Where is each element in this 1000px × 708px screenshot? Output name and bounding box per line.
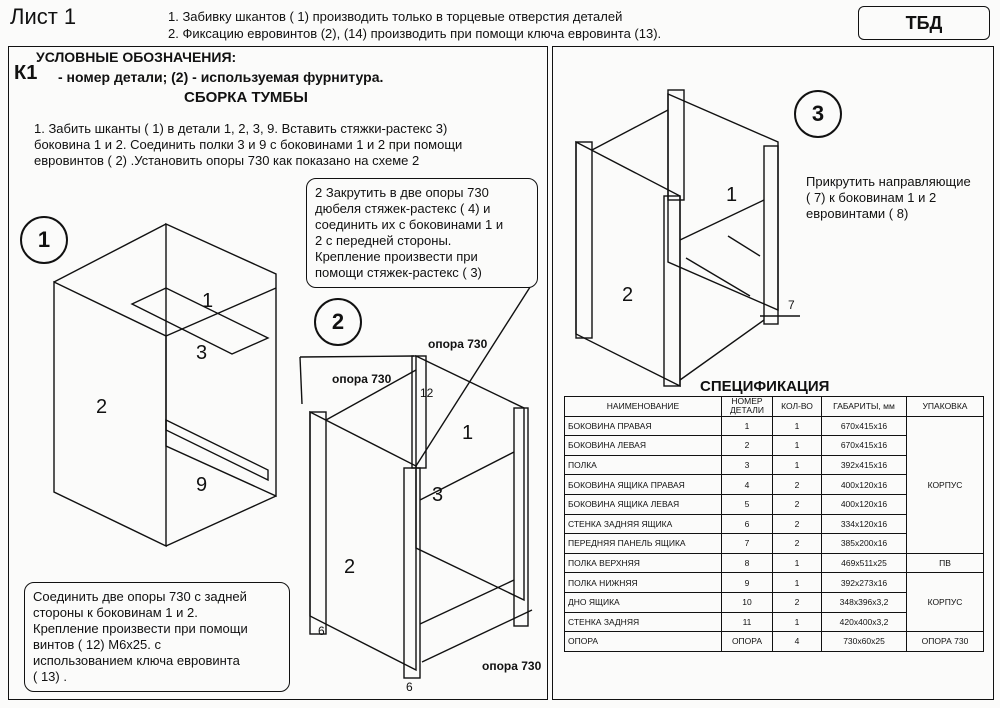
header-note-1: 1. Забивку шкантов ( 1) производить толь…: [168, 9, 623, 24]
step-1-marker: 1: [20, 216, 68, 264]
part-label-9: 9: [196, 474, 208, 496]
spec-col-pack: УПАКОВКА: [906, 396, 984, 417]
step3-cabinet-drawing: [575, 89, 779, 388]
support-730-label-bottom: опора 730: [482, 659, 542, 673]
step2-bottom-instruction-box: Соединить две опоры 730 с задней стороны…: [24, 582, 290, 692]
spec-col-name: НАИМЕНОВАНИЕ: [564, 396, 722, 417]
spec-col-qty: КОЛ-ВО: [772, 396, 822, 417]
guide-7-label: 7: [788, 298, 795, 312]
spec-col-dims: ГАБАРИТЫ, мм: [821, 396, 907, 417]
right-panel: [552, 46, 994, 700]
pack-corpus-2: КОРПУС: [906, 572, 984, 633]
step1-instructions: 1. Забить шканты ( 1) в детали 1, 2, 3, …: [34, 121, 463, 168]
sheet-title: Лист 1: [10, 4, 77, 29]
step2-instruction-box: 2 Закрутить в две опоры 730 дюбеля стяже…: [306, 178, 538, 288]
pack-support: ОПОРА 730: [906, 631, 984, 652]
legend-title: УСЛОВНЫЕ ОБОЗНАЧЕНИЯ:: [36, 49, 237, 65]
step2-part-label-3: 3: [432, 484, 444, 506]
legend-k1: К1: [14, 62, 38, 84]
screw-12-label: 12: [420, 386, 434, 400]
support-730-label-left: опора 730: [332, 372, 392, 386]
spec-header-row: НАИМЕНОВАНИЕ НОМЕР ДЕТАЛИ КОЛ-ВО ГАБАРИТ…: [564, 396, 984, 417]
step3-part-label-2: 2: [622, 284, 634, 306]
product-code: ТБД: [858, 6, 990, 40]
legend-k1-description: - номер детали; (2) - используемая фурни…: [58, 69, 384, 85]
part-label-1: 1: [202, 290, 214, 312]
support-730-label-top: опора 730: [428, 337, 488, 351]
step2-part-label-2: 2: [344, 556, 356, 578]
step-3-marker: 3: [794, 90, 842, 138]
pack-pv: ПВ: [906, 552, 984, 574]
step3-part-label-1: 1: [726, 184, 738, 206]
part-label-3: 3: [196, 342, 208, 364]
pack-corpus-1: КОРПУС: [906, 415, 984, 554]
spec-table: НАИМЕНОВАНИЕ НОМЕР ДЕТАЛИ КОЛ-ВО ГАБАРИТ…: [564, 396, 984, 652]
step2-cabinet-drawing: [309, 354, 529, 679]
step-2-marker: 2: [314, 298, 362, 346]
part-6-label-right: 6: [406, 680, 413, 694]
assembly-title: СБОРКА ТУМБЫ: [184, 89, 308, 106]
header-note-2: 2. Фиксацию евровинтов (2), (14) произво…: [168, 26, 662, 41]
step1-cabinet-drawing: [53, 222, 277, 548]
part-6-label-left: 6: [318, 624, 325, 638]
part-label-2: 2: [96, 396, 108, 418]
spec-col-part: НОМЕР ДЕТАЛИ: [721, 396, 773, 417]
step2-part-label-1: 1: [462, 422, 474, 444]
spec-title: СПЕЦИФИКАЦИЯ: [700, 378, 830, 395]
left-panel: [8, 46, 548, 700]
step3-instructions: Прикрутить направляющие ( 7) к боковинам…: [806, 174, 971, 221]
